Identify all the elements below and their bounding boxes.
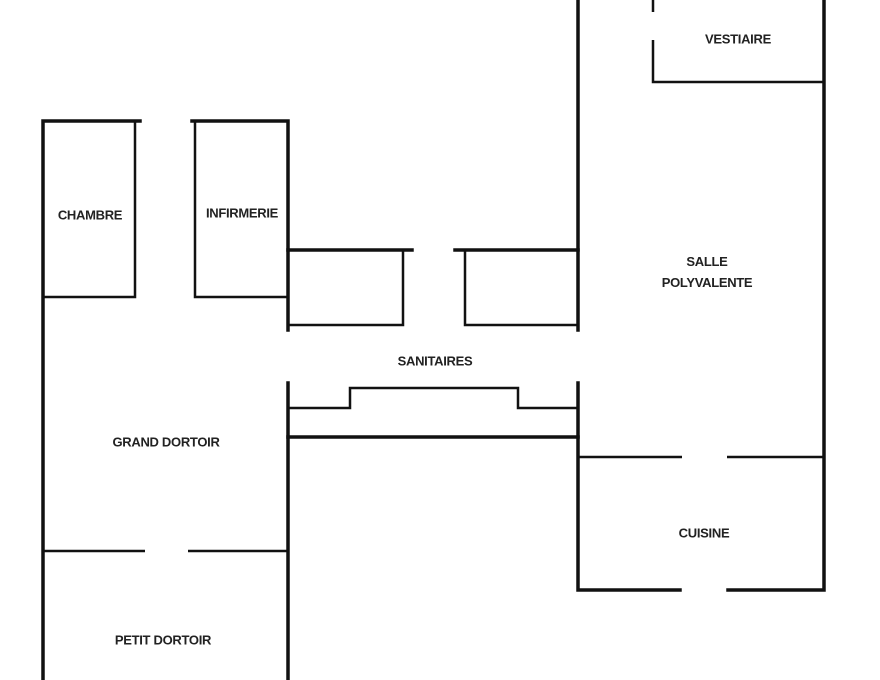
room-label-petit-dortoir: PETIT DORTOIR (114, 632, 212, 648)
wall (43, 121, 288, 299)
room-label-line: SALLE (686, 254, 728, 269)
wall (651, 0, 824, 84)
room-label-grand-dortoir: GRAND DORTOIR (112, 434, 220, 450)
room-label-cuisine: CUISINE (678, 525, 730, 541)
wall (288, 250, 578, 327)
wall (288, 386, 578, 410)
room-label-vestiaire: VESTIAIRE (705, 31, 771, 47)
room-label-line: POLYVALENTE (661, 275, 753, 290)
wall (576, 0, 826, 592)
room-label-infirmerie: INFIRMERIE (205, 205, 279, 221)
room-label-salle-polyvalente: SALLE POLYVALENTE (662, 251, 753, 293)
wall (41, 119, 290, 680)
room-label-sanitaires: SANITAIRES (397, 353, 473, 369)
room-label-chambre: CHAMBRE (57, 207, 123, 223)
